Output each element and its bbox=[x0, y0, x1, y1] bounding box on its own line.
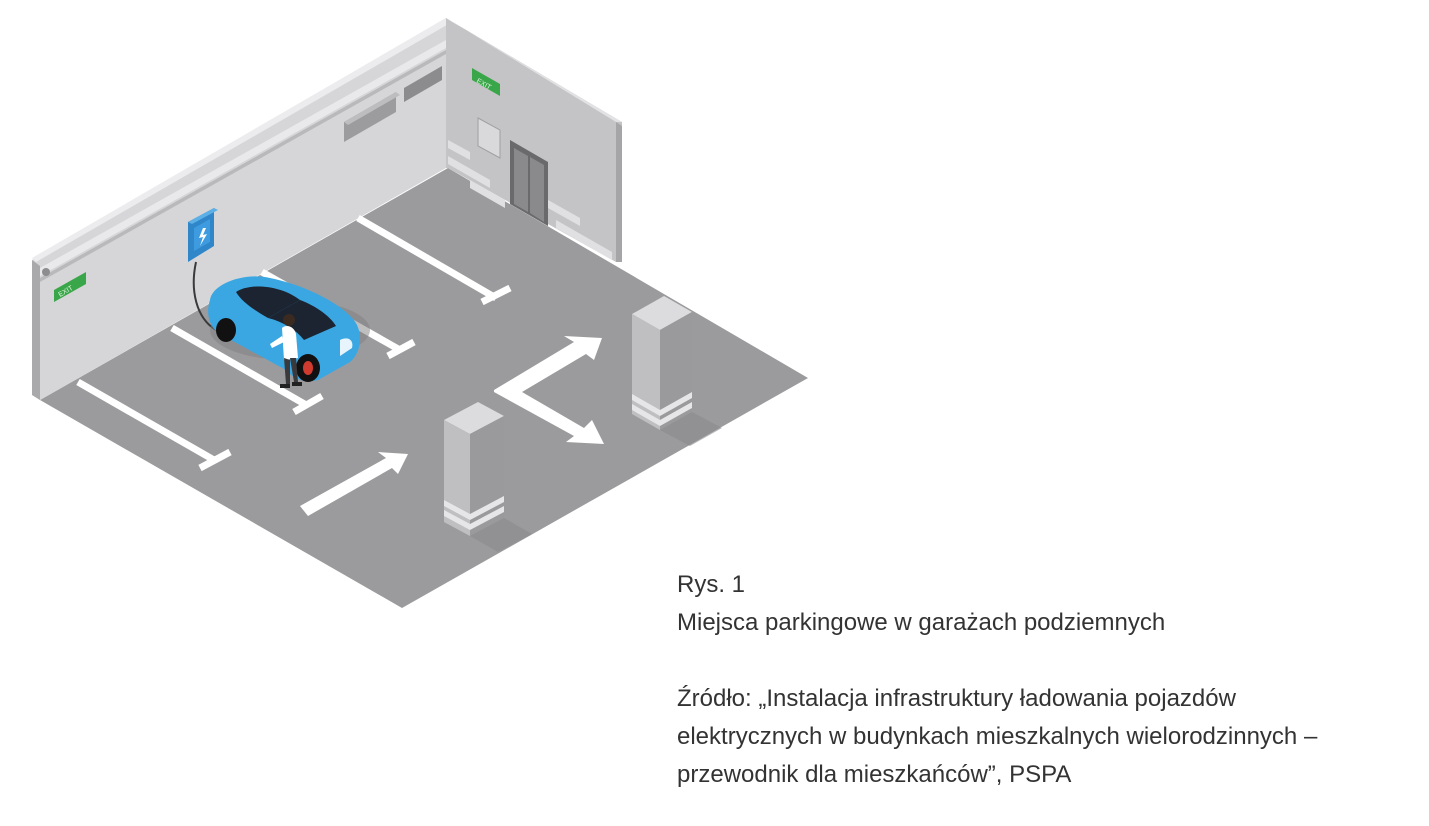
floor-arrow-turn bbox=[494, 336, 604, 444]
person-charging-car bbox=[270, 314, 302, 388]
wall-left-end bbox=[32, 260, 40, 400]
wall-left-top-edge bbox=[32, 18, 452, 262]
electrical-box bbox=[477, 117, 501, 159]
figure-label: Rys. 1 bbox=[677, 571, 746, 598]
garage-wall-left bbox=[32, 18, 446, 400]
elevator-door-panel bbox=[514, 148, 528, 212]
source-line: elektrycznych w budynkach mieszkalnych w… bbox=[677, 723, 1318, 750]
caption-spacer bbox=[677, 642, 1397, 680]
source-line: przewodnik dla mieszkańców”, PSPA bbox=[677, 761, 1072, 788]
figure-title: Miejsca parkingowe w garażach podziemnyc… bbox=[677, 609, 1166, 636]
wall-right-end bbox=[616, 122, 622, 262]
pillar-back bbox=[632, 296, 722, 446]
wall-pipe bbox=[40, 40, 446, 276]
figure-caption: Rys. 1 Miejsca parkingowe w garażach pod… bbox=[677, 566, 1397, 794]
floor-arrow-straight bbox=[300, 452, 408, 516]
source-line: Źródło: „Instalacja infrastruktury ładow… bbox=[677, 685, 1236, 712]
ventilation-grille bbox=[344, 66, 442, 142]
camera-icon bbox=[42, 268, 50, 276]
elevator-door-panel bbox=[530, 157, 544, 222]
lightning-bolt-icon bbox=[199, 228, 207, 246]
pillar-front bbox=[444, 402, 532, 552]
garage-floor bbox=[40, 168, 808, 608]
wall-pipe-lower bbox=[40, 50, 446, 282]
wall-hatch-stripes bbox=[448, 140, 612, 260]
